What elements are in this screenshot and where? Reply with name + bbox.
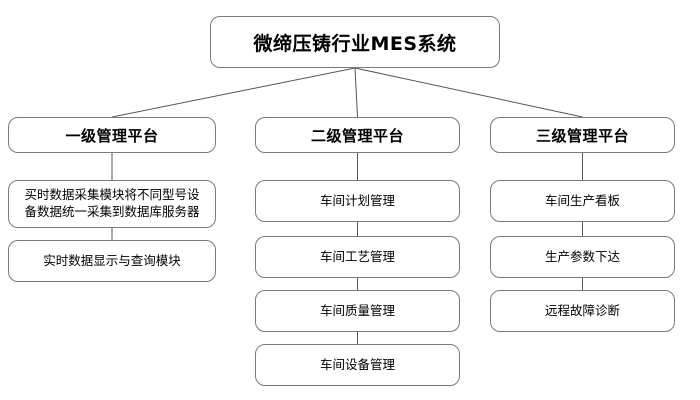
leaf-node-level-1-2[interactable]: 实时数据显示与查询模块 [8,240,216,282]
branch-header-level-3[interactable]: 三级管理平台 [490,117,675,153]
leaf-node-level-2-1[interactable]: 车间计划管理 [255,180,460,222]
leaf-node-level-1-1[interactable]: 买时数据采集模块将不同型号设 备数据统一采集到数据库服务器 [8,180,216,228]
leaf-node-level-2-2[interactable]: 车间工艺管理 [255,236,460,278]
root-node-mes-system[interactable]: 微缔压铸行业MES系统 [210,16,500,68]
leaf-node-level-3-3-label: 远程故障诊断 [544,302,620,318]
branch-header-level-2-label: 二级管理平台 [310,126,404,145]
leaf-node-level-2-2-label: 车间工艺管理 [319,248,395,264]
leaf-node-level-1-2-label: 实时数据显示与查询模块 [43,252,181,268]
branch-header-level-3-label: 三级管理平台 [535,126,629,145]
leaf-node-level-3-2-label: 生产参数下达 [544,248,620,264]
connector-root-to-level-3 [354,67,583,118]
root-node-label: 微缔压铸行业MES系统 [253,32,457,55]
leaf-node-level-3-3[interactable]: 远程故障诊断 [490,290,675,332]
connector-root-to-level-1 [111,67,356,118]
leaf-node-level-2-4[interactable]: 车间设备管理 [255,344,460,386]
branch-header-level-2[interactable]: 二级管理平台 [255,117,460,153]
leaf-node-level-1-1-label: 买时数据采集模块将不同型号设 备数据统一采集到数据库服务器 [24,187,200,219]
leaf-node-level-3-1[interactable]: 车间生产看板 [490,180,675,222]
connector-root-to-level-2 [354,67,358,118]
branch-header-level-1[interactable]: 一级管理平台 [8,117,216,153]
leaf-node-level-2-4-label: 车间设备管理 [319,356,395,372]
leaf-node-level-3-2[interactable]: 生产参数下达 [490,236,675,278]
branch-header-level-1-label: 一级管理平台 [65,126,159,145]
leaf-node-level-2-3[interactable]: 车间质量管理 [255,290,460,332]
leaf-node-level-3-1-label: 车间生产看板 [544,192,620,208]
leaf-node-level-2-3-label: 车间质量管理 [319,302,395,318]
leaf-node-level-2-1-label: 车间计划管理 [319,192,395,208]
